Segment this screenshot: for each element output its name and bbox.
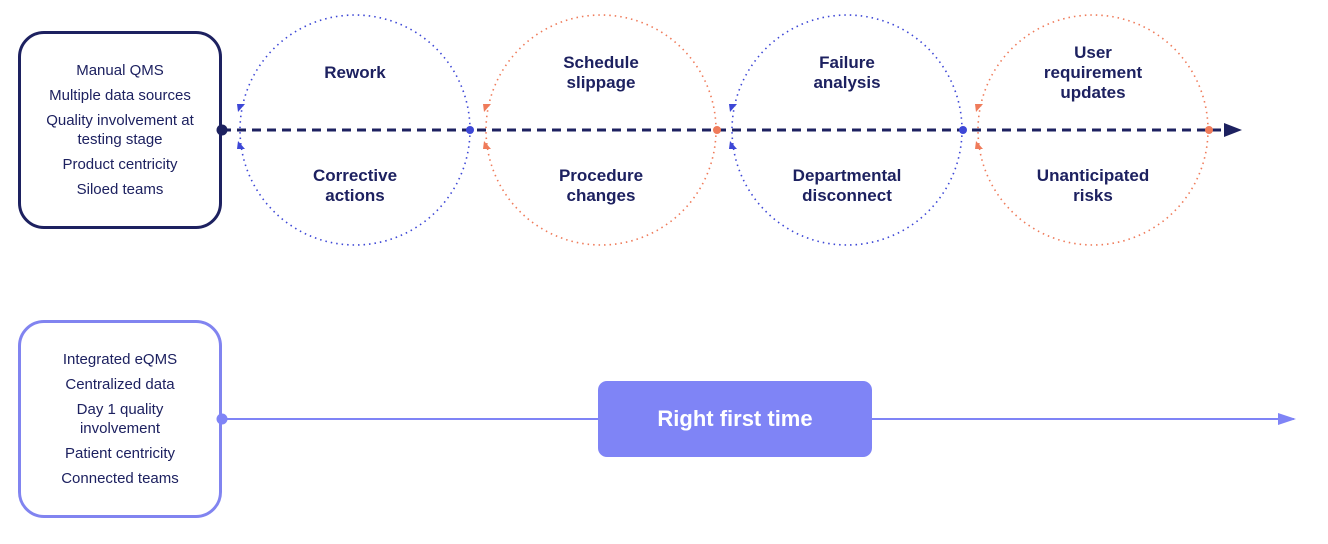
current-state-item: Siloed teams (76, 181, 164, 198)
loop-arrowhead (483, 104, 491, 112)
loop-label-rework: Rework (324, 63, 386, 82)
current-state-box: Manual QMS Multiple data sources Quality… (18, 31, 222, 229)
loop-arrowhead (483, 141, 491, 149)
loop-label-user-requirement-updates: User requirement updates (1043, 43, 1143, 102)
loop-label-schedule-slippage: Schedule slippage (563, 53, 639, 92)
current-state-item: Quality involvement at testing stage (46, 112, 194, 148)
current-state-item: Product centricity (62, 156, 178, 173)
timeline-node (466, 126, 474, 134)
future-timeline-start-dot (216, 413, 228, 425)
timeline-node (1205, 126, 1213, 134)
loop-label-departmental-disconnect: Departmental disconnect (792, 166, 902, 205)
right-first-time-box: Right first time (598, 381, 872, 457)
future-state-item: Integrated eQMS (62, 351, 178, 368)
loop-label-unanticipated-risks: Unanticipated risks (1036, 166, 1150, 205)
loop-arrowhead (729, 104, 737, 112)
loop-arrowhead (975, 141, 983, 149)
future-state-item: Day 1 quality involvement (76, 401, 164, 437)
loop-arrowhead (729, 141, 737, 149)
future-state-box: Integrated eQMS Centralized data Day 1 q… (18, 320, 222, 518)
loop-arrowhead (975, 104, 983, 112)
future-state-item: Patient centricity (64, 445, 176, 462)
loop-label-procedure-changes: Procedure changes (558, 166, 644, 205)
timeline-node (959, 126, 967, 134)
current-state-item: Multiple data sources (49, 87, 191, 104)
loop-label-corrective-actions: Corrective actions (312, 166, 398, 205)
current-state-item: Manual QMS (76, 62, 164, 79)
loop-arrowhead (237, 141, 245, 149)
timeline-node (713, 126, 721, 134)
loop-arrowhead (237, 104, 245, 112)
future-state-item: Connected teams (61, 470, 179, 487)
timeline-start-dot (216, 124, 228, 136)
future-state-item: Centralized data (65, 376, 175, 393)
loop-label-failure-analysis: Failure analysis (813, 53, 881, 92)
